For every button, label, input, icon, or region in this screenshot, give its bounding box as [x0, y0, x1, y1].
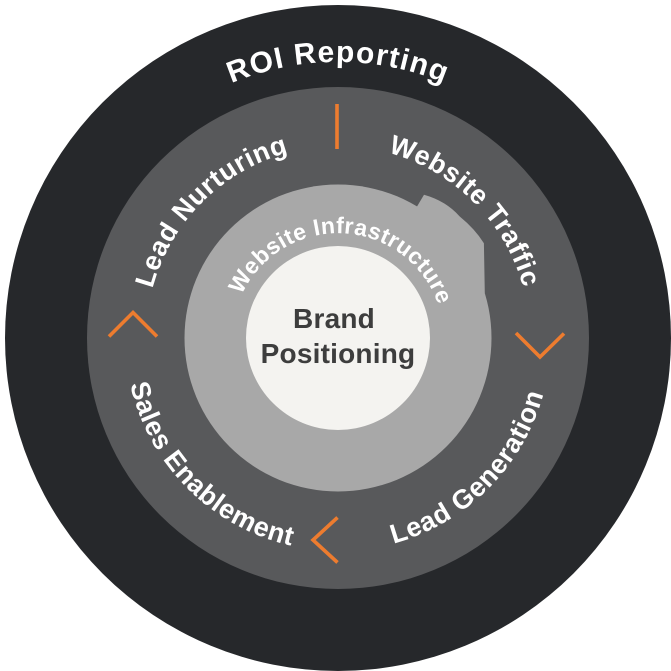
center-circle [246, 246, 430, 430]
flow-chevron-bottom-icon [310, 516, 339, 564]
center-label-line2: Positioning [261, 338, 416, 369]
center-label-line1: Brand [293, 303, 375, 334]
cycle-arrowhead-icon [416, 194, 485, 294]
center-label: Brand Positioning [261, 303, 416, 369]
flow-chevron-right-icon [514, 331, 566, 360]
flow-chevron-left-icon [107, 309, 159, 338]
